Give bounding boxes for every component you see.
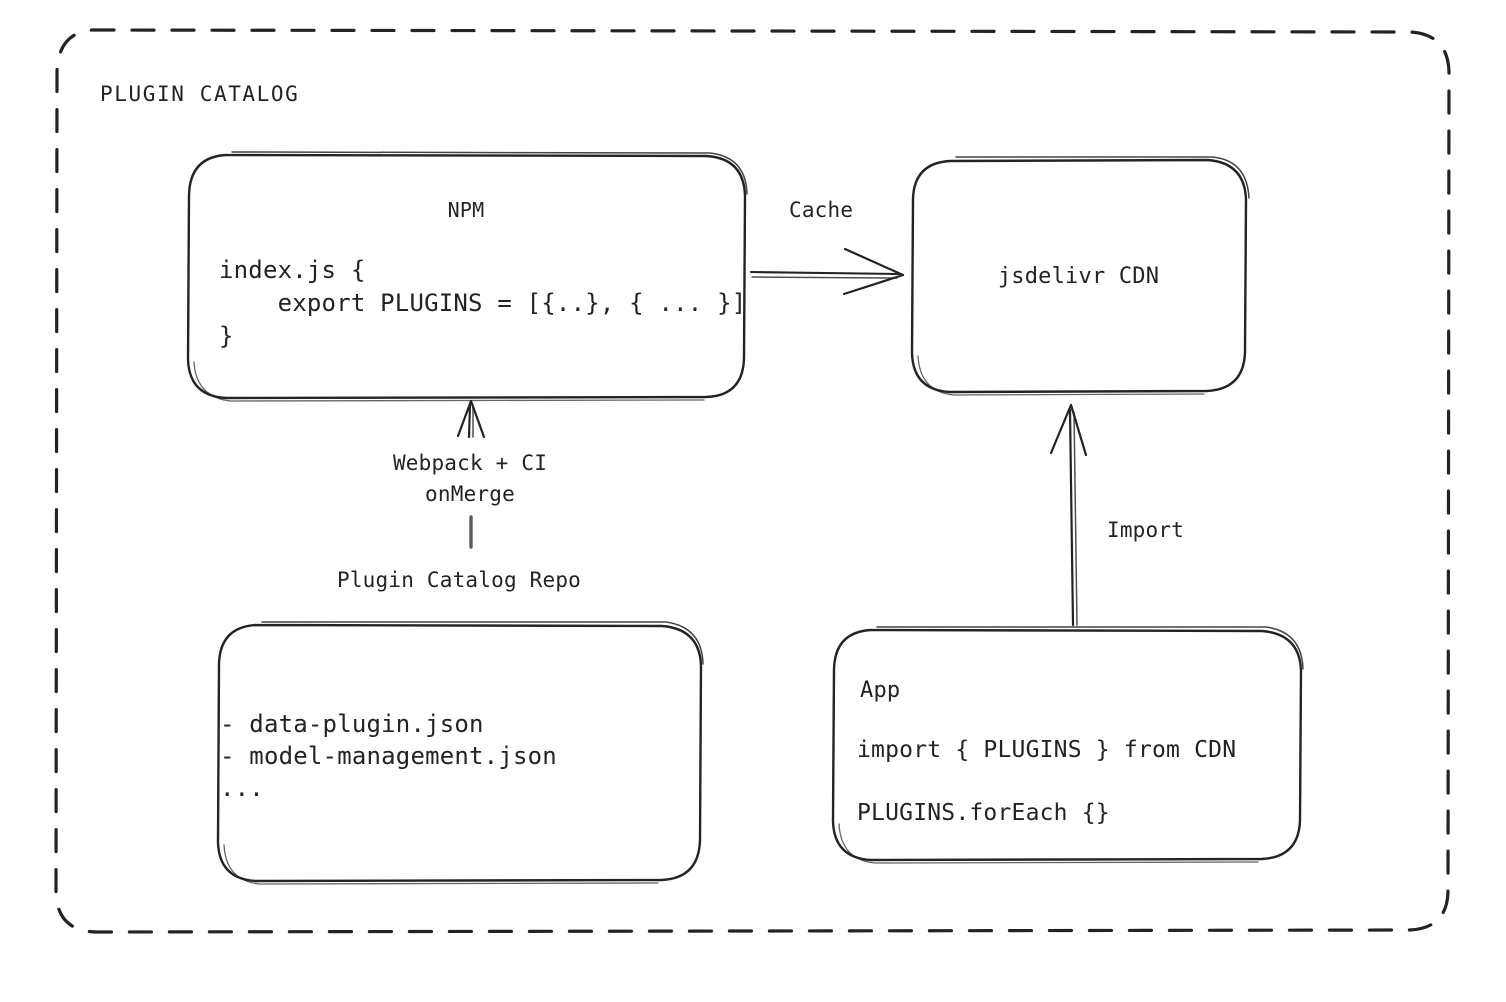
cdn-box-outline-sketch <box>955 156 1250 199</box>
npm-node-code: index.js { export PLUGINS = [{..}, { ...… <box>219 256 747 350</box>
build-edge-label: Webpack + CI onMerge <box>392 451 548 506</box>
cdn-box-outline-sketch-2 <box>917 355 1205 396</box>
repo-node-title: Plugin Catalog Repo <box>336 568 582 592</box>
app-box-outline-sketch <box>876 626 1304 670</box>
npm-box-outline-sketch <box>231 151 748 195</box>
npm-box-outline-sketch-2 <box>193 361 705 402</box>
app-node-import-line: import { PLUGINS } from CDN <box>857 737 1237 763</box>
npm-node-title: NPM <box>447 198 485 222</box>
repo-box-outline-sketch <box>261 621 704 665</box>
import-edge-label: Import <box>1107 518 1185 542</box>
repo-box-outline-sketch-2 <box>223 844 659 885</box>
repo-node-items: - data-plugin.json - model-management.js… <box>220 710 557 802</box>
import-arrow <box>1049 403 1088 627</box>
app-node-title: App <box>860 678 901 703</box>
app-node-foreach-line: PLUGINS.forEach {} <box>857 800 1110 826</box>
cache-edge-label: Cache <box>789 198 854 222</box>
frame-title: PLUGIN CATALOG <box>100 82 300 106</box>
cache-arrow <box>749 247 905 296</box>
cdn-node-title: jsdelivr CDN <box>997 264 1160 289</box>
app-box-outline-sketch-2 <box>838 823 1259 864</box>
